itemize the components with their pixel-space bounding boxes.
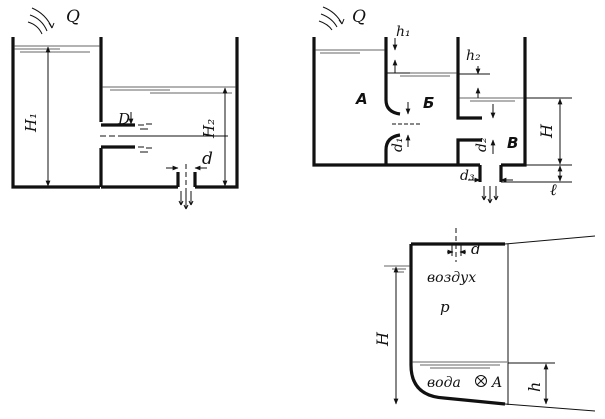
dimension-label-h1-small: h₁ <box>396 24 411 40</box>
chamber-label-a: А <box>355 90 368 108</box>
jet-streaks <box>138 123 152 153</box>
inflow-arcs-2 <box>318 6 345 31</box>
dimension-label-h-big: H <box>537 123 556 139</box>
dimension-label-h1: H₁ <box>22 113 40 133</box>
flow-label-q: Q <box>66 7 80 27</box>
inflow-arcs <box>27 7 55 35</box>
right-tank-wall <box>195 37 239 189</box>
dimension-label-h2-small: h₂ <box>466 48 481 64</box>
water-surface-v <box>459 97 524 102</box>
dimension-label-l: ℓ <box>550 180 557 199</box>
diameter-label-d1: d₁ <box>390 137 406 152</box>
figure-1-two-tanks: Q <box>11 7 239 212</box>
water-surface-a <box>315 49 385 54</box>
bottom-outlet <box>176 172 197 187</box>
chamber-label-v: В <box>507 134 518 152</box>
reference-water-level <box>384 265 410 273</box>
water-surface-tank-3 <box>412 361 507 369</box>
flow-label-q-2: Q <box>352 7 366 27</box>
diameter-label-d2: d₂ <box>474 137 490 152</box>
outflow-jet-2 <box>481 186 499 204</box>
point-label-a: A <box>490 375 502 391</box>
left-tank-wall <box>11 37 100 189</box>
water-surface-tank-1 <box>14 45 100 53</box>
height-label-h-big: H <box>373 331 392 347</box>
partition-1-upper <box>384 37 401 116</box>
opening-diameter-label: d <box>471 240 481 258</box>
valve-symbol <box>475 375 487 387</box>
chamber-outer-left <box>312 37 480 167</box>
partition-2-lower <box>456 138 482 165</box>
chamber-label-b: Б <box>423 94 434 112</box>
orifice-diameter-label: D <box>117 110 130 128</box>
diameter-label-d3: d₃ <box>460 168 475 184</box>
tank-wall-left-bottom <box>409 244 506 406</box>
tank-continuation-bottom <box>504 403 596 412</box>
outlet-diameter-label: d <box>202 149 213 169</box>
dimension-label-h2: H₂ <box>200 119 218 139</box>
figure-2-three-chambers: Q h₁ <box>312 6 572 204</box>
air-label: воздух <box>427 270 476 286</box>
water-label: вода <box>427 375 461 391</box>
partition-1-lower <box>384 133 401 165</box>
partition-2-upper <box>456 37 482 120</box>
tank-continuation-top <box>504 235 596 245</box>
pressure-label-p: p <box>440 298 450 316</box>
water-surface-tank-2 <box>102 86 236 94</box>
outlet-pipe-d3 <box>478 165 503 182</box>
figure-3-pressure-tank: d воздух p вода A H h <box>373 228 596 412</box>
height-label-h-small: h <box>525 382 544 392</box>
